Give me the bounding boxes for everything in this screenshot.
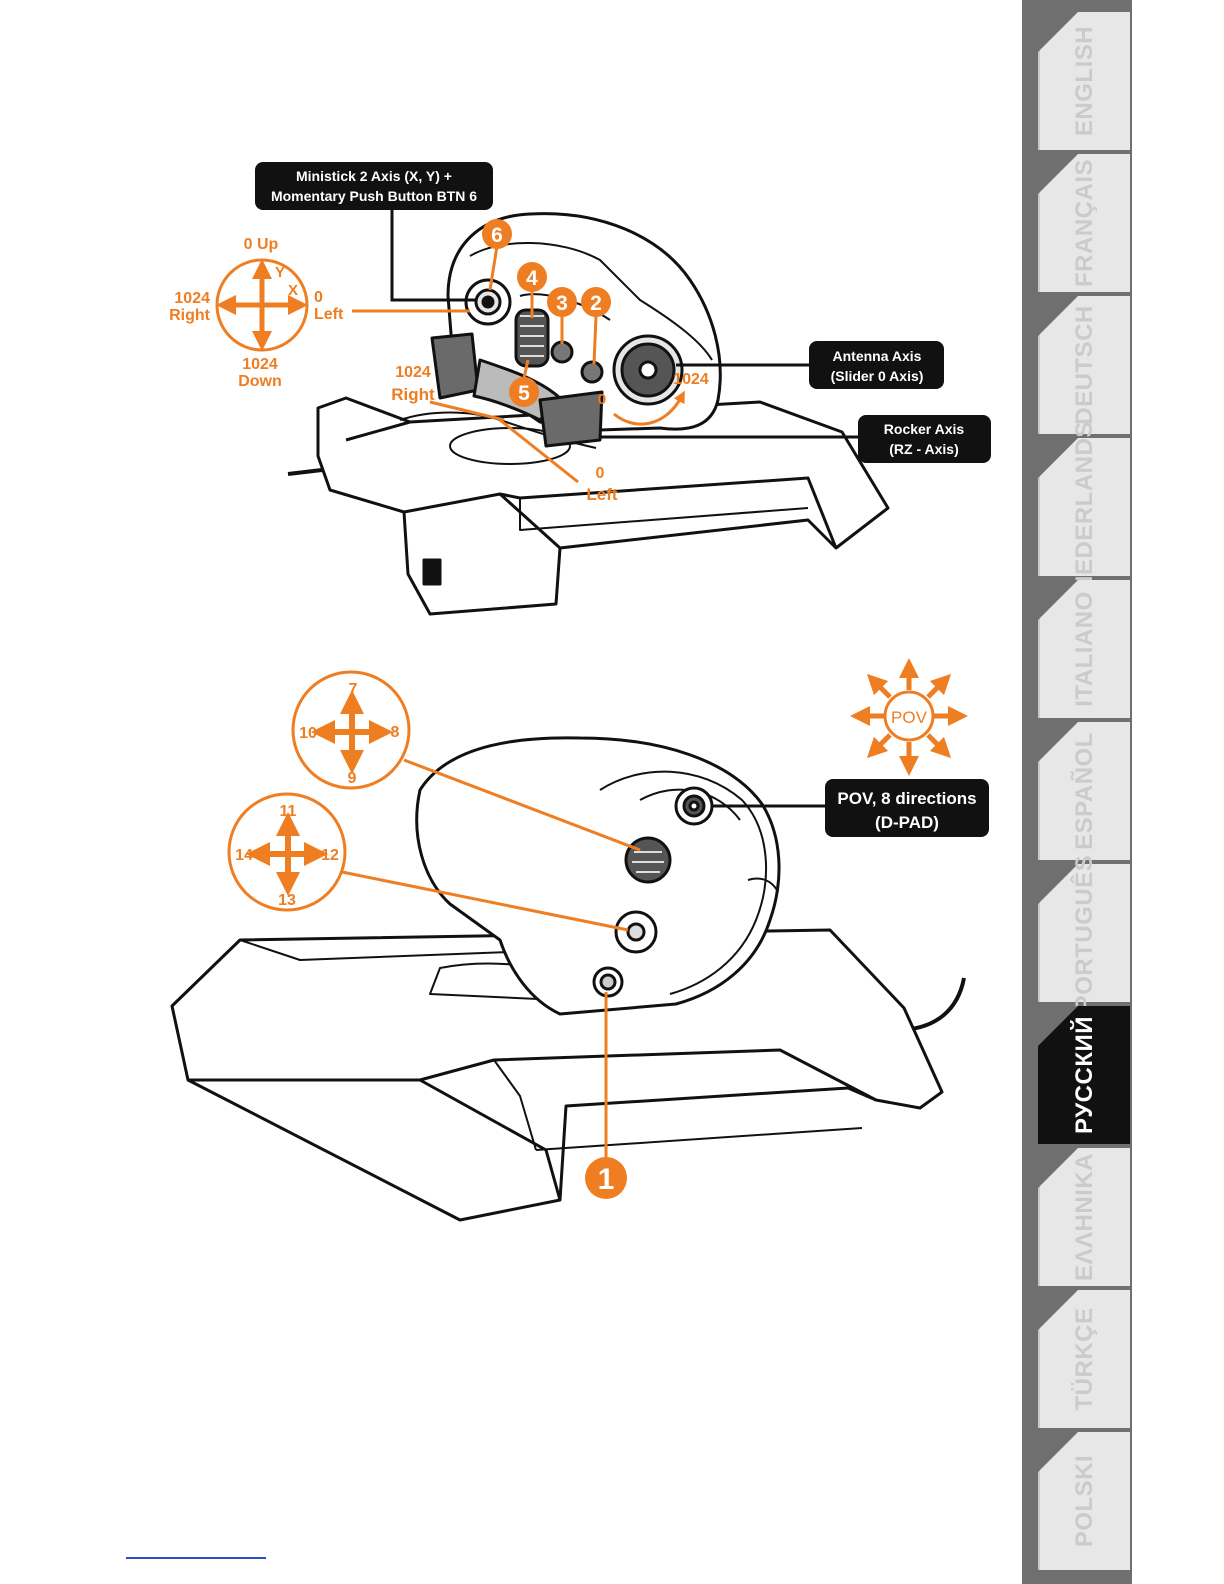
cross-right-value: 1024 — [174, 290, 210, 307]
tab-deutsch[interactable]: DEUTSCH — [1038, 296, 1130, 434]
badge-4: 4 — [517, 262, 547, 292]
hat2-right-label: 12 — [321, 847, 339, 864]
callout-ministick: Ministick 2 Axis (X, Y) + Momentary Push… — [255, 162, 493, 210]
badge-6: 6 — [482, 219, 512, 249]
top-orange-leaders — [352, 245, 685, 484]
tab-turkce[interactable]: TÜRKÇE — [1038, 1290, 1130, 1428]
svg-text:1: 1 — [598, 1163, 615, 1196]
svg-text:2: 2 — [590, 292, 602, 315]
hat2-up-label: 11 — [280, 803, 297, 820]
callout-antenna-axis: Antenna Axis (Slider 0 Axis) — [809, 341, 944, 389]
svg-text:Ministick 2 Axis (X, Y) +: Ministick 2 Axis (X, Y) + — [296, 168, 452, 184]
cross-left-word: Left — [314, 306, 344, 323]
cross-x-label: X — [288, 282, 298, 299]
cross-left-value: 0 — [314, 289, 323, 306]
svg-text:(RZ - Axis): (RZ - Axis) — [889, 441, 958, 457]
hat1-left-label: 10 — [299, 725, 317, 742]
antenna-zero-label: 0 — [598, 391, 606, 408]
pov-label: POV — [891, 708, 928, 727]
badge-5: 5 — [509, 377, 539, 407]
badge-2: 2 — [581, 287, 611, 317]
bottom-connector-lines — [341, 758, 826, 1160]
cross-right-word: Right — [169, 307, 211, 324]
badge-1: 1 — [585, 1157, 627, 1199]
tab-greek[interactable]: ΕΛΛΗΝΙΚΑ — [1038, 1148, 1130, 1286]
throttle-illustration: 0 Up Y X 1024 Right 0 Left 1024 Down 102… — [169, 162, 991, 1222]
rocker-left-value: 0 — [596, 465, 605, 482]
top-connector-lines — [390, 208, 860, 439]
hat-switch-11-14-diagram: 11 12 13 14 — [227, 792, 347, 912]
svg-text:6: 6 — [491, 224, 503, 247]
hat1-down-label: 9 — [348, 770, 357, 787]
tab-polski[interactable]: POLSKI — [1038, 1432, 1130, 1570]
cross-down-value: 1024 — [242, 356, 278, 373]
bottom-throttle-drawing — [170, 736, 966, 1222]
svg-text:3: 3 — [556, 292, 568, 315]
tab-espanol[interactable]: ESPAÑOL — [1038, 722, 1130, 860]
rocker-left-word: Left — [586, 485, 618, 504]
hat2-left-label: 14 — [235, 847, 253, 864]
hat-switch-7-10-diagram: 7 8 9 10 — [291, 670, 411, 790]
cross-y-label: Y — [275, 264, 285, 281]
svg-text:(D-PAD): (D-PAD) — [875, 813, 939, 832]
top-throttle-drawing — [287, 212, 890, 616]
svg-text:5: 5 — [518, 382, 530, 405]
callout-rocker-axis: Rocker Axis (RZ - Axis) — [858, 415, 991, 463]
pov-8-direction-icon: POV — [850, 658, 968, 776]
footer-link-underline — [126, 1557, 266, 1559]
rocker-right-value: 1024 — [395, 364, 431, 381]
tab-italiano[interactable]: ITALIANO — [1038, 580, 1130, 718]
badge-3: 3 — [547, 287, 577, 317]
tab-francais[interactable]: FRANÇAIS — [1038, 154, 1130, 292]
cross-down-word: Down — [238, 373, 282, 390]
callout-pov: POV, 8 directions (D-PAD) — [825, 779, 989, 837]
hat2-down-label: 13 — [278, 892, 296, 909]
tab-nederlands[interactable]: NEDERLANDS — [1038, 421, 1130, 593]
svg-text:Rocker Axis: Rocker Axis — [884, 421, 965, 437]
svg-text:4: 4 — [526, 267, 538, 290]
tab-english[interactable]: ENGLISH — [1038, 12, 1130, 150]
svg-text:Momentary Push Button BTN 6: Momentary Push Button BTN 6 — [271, 188, 477, 204]
svg-text:(Slider 0 Axis): (Slider 0 Axis) — [831, 368, 924, 384]
antenna-max-label: 1024 — [673, 371, 709, 388]
svg-text:Antenna Axis: Antenna Axis — [833, 348, 922, 364]
tab-portugues[interactable]: PORTUGUÊS — [1038, 855, 1130, 1011]
rocker-right-word: Right — [391, 385, 435, 404]
tab-russian[interactable]: РУССКИЙ — [1038, 1006, 1130, 1144]
cross-up-label: 0 Up — [244, 236, 279, 253]
hat1-right-label: 8 — [391, 724, 400, 741]
ministick-axis-diagram: 0 Up Y X 1024 Right 0 Left 1024 Down — [169, 236, 344, 390]
hat1-up-label: 7 — [349, 681, 358, 698]
svg-text:POV, 8 directions: POV, 8 directions — [837, 789, 976, 808]
language-tab-strip: ENGLISH FRANÇAIS DEUTSCH NEDERLANDS ITAL… — [1022, 0, 1132, 1584]
